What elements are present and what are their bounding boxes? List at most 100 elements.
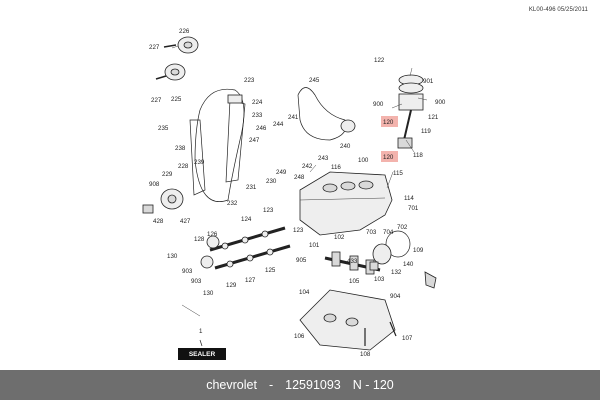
callout-239: 239 (194, 159, 205, 166)
cam-sprocket-126 (206, 235, 220, 249)
callout-242: 242 (302, 163, 313, 170)
camshaft-124 (209, 226, 286, 252)
callout-704: 704 (383, 229, 394, 236)
callout-121: 121 (428, 114, 439, 121)
callout-122: 122 (374, 57, 385, 64)
callout-702: 702 (397, 224, 408, 231)
callout-248: 248 (294, 174, 305, 181)
callout-127: 127 (245, 277, 256, 284)
sensor-ring-right (424, 271, 437, 289)
callout-241: 241 (288, 114, 299, 121)
callout-128: 128 (194, 236, 205, 243)
callout-132: 132 (391, 269, 402, 276)
callout-228: 228 (178, 163, 189, 170)
timing-guide-233 (225, 99, 246, 183)
camshaft-sprocket-lower (164, 63, 186, 81)
callout-903-lower: 903 (191, 278, 202, 285)
callout-125: 125 (265, 267, 276, 274)
camshaft-sprocket-upper (177, 36, 199, 54)
callout-231: 231 (246, 184, 257, 191)
callout-703: 703 (366, 229, 377, 236)
callout-235: 235 (158, 125, 169, 132)
part-caption: chevrolet - 12591093 N - 120 (0, 370, 600, 400)
callout-224: 224 (252, 99, 263, 106)
callout-101: 101 (309, 242, 320, 249)
leader-lines (171, 45, 428, 317)
callout-227-upper: 227 (149, 44, 160, 51)
callout-118: 118 (413, 152, 423, 159)
callout-140: 140 (403, 261, 414, 268)
callout-115: 115 (393, 170, 403, 177)
bearing-highlight-upper (381, 116, 398, 127)
callout-247: 247 (249, 137, 260, 144)
caption-ref: N - 120 (352, 378, 394, 392)
callout-900-left: 900 (373, 101, 384, 108)
callout-1: 1 (199, 328, 203, 335)
caption-part-number: 12591093 (285, 378, 341, 392)
bolt-227-lower (155, 75, 167, 80)
caption-brand: chevrolet (206, 378, 257, 392)
callout-225: 225 (171, 96, 182, 103)
callout-249: 249 (276, 169, 287, 176)
callout-240: 240 (340, 143, 351, 150)
caption-separator: - (268, 378, 274, 392)
piston-assembly (397, 74, 424, 149)
callout-105: 105 (349, 278, 360, 285)
callout-108: 108 (360, 351, 371, 358)
balance-sprocket-240 (340, 119, 356, 133)
callout-226: 226 (179, 28, 190, 35)
callout-427: 427 (180, 218, 191, 225)
timing-tensioner-arm-238 (189, 119, 206, 196)
callout-244: 244 (273, 121, 284, 128)
callout-900-right: 900 (435, 99, 446, 106)
callout-701: 701 (408, 205, 419, 212)
document-code: KL00-496 05/25/2011 (528, 7, 588, 13)
callout-126: 126 (207, 231, 218, 238)
oil-pan-106 (299, 289, 396, 351)
callout-905: 905 (296, 257, 307, 264)
callout-106: 106 (294, 333, 305, 340)
callout-232: 232 (227, 200, 238, 207)
callout-129: 129 (226, 282, 237, 289)
camshaft-125 (214, 244, 291, 270)
callout-109: 109 (413, 247, 424, 254)
callout-120-upper: 120 (383, 119, 394, 126)
callout-116: 116 (331, 164, 341, 171)
cam-sprocket-128 (200, 255, 214, 269)
callout-233: 233 (252, 112, 263, 119)
flywheel-seal-109 (385, 230, 411, 258)
callout-227-lower: 227 (151, 97, 162, 104)
callout-114: 114 (404, 195, 414, 202)
sealer-label: SEALER (178, 348, 226, 360)
timing-chain (194, 88, 245, 202)
callout-238: 238 (175, 145, 186, 152)
callout-230: 230 (266, 178, 277, 185)
callout-908: 908 (149, 181, 160, 188)
callout-107: 107 (402, 335, 413, 342)
callout-243: 243 (318, 155, 329, 162)
callout-103: 103 (374, 276, 385, 283)
bolt-428 (142, 204, 154, 214)
callout-433: 433 (347, 258, 358, 265)
balance-chain-245 (297, 87, 347, 141)
callout-223: 223 (244, 77, 255, 84)
callout-102: 102 (334, 234, 345, 241)
callout-245: 245 (309, 77, 320, 84)
bolt-107 (389, 321, 397, 337)
callout-104: 104 (299, 289, 310, 296)
callout-229: 229 (162, 171, 173, 178)
callout-120-lower: 120 (383, 154, 394, 161)
callout-428: 428 (153, 218, 164, 225)
bolt-227-upper (163, 44, 177, 48)
sensor-132 (369, 261, 379, 271)
guide-bracket-224 (227, 94, 243, 104)
callout-119: 119 (421, 128, 431, 135)
sealer-tube-1 (199, 339, 203, 347)
callout-130-upper: 130 (167, 253, 178, 260)
callout-100: 100 (358, 157, 369, 164)
bearing-highlight-lower (381, 151, 398, 162)
callout-903-upper: 903 (182, 268, 193, 275)
callout-901: 901 (423, 78, 434, 85)
callout-130-lower: 130 (203, 290, 214, 297)
